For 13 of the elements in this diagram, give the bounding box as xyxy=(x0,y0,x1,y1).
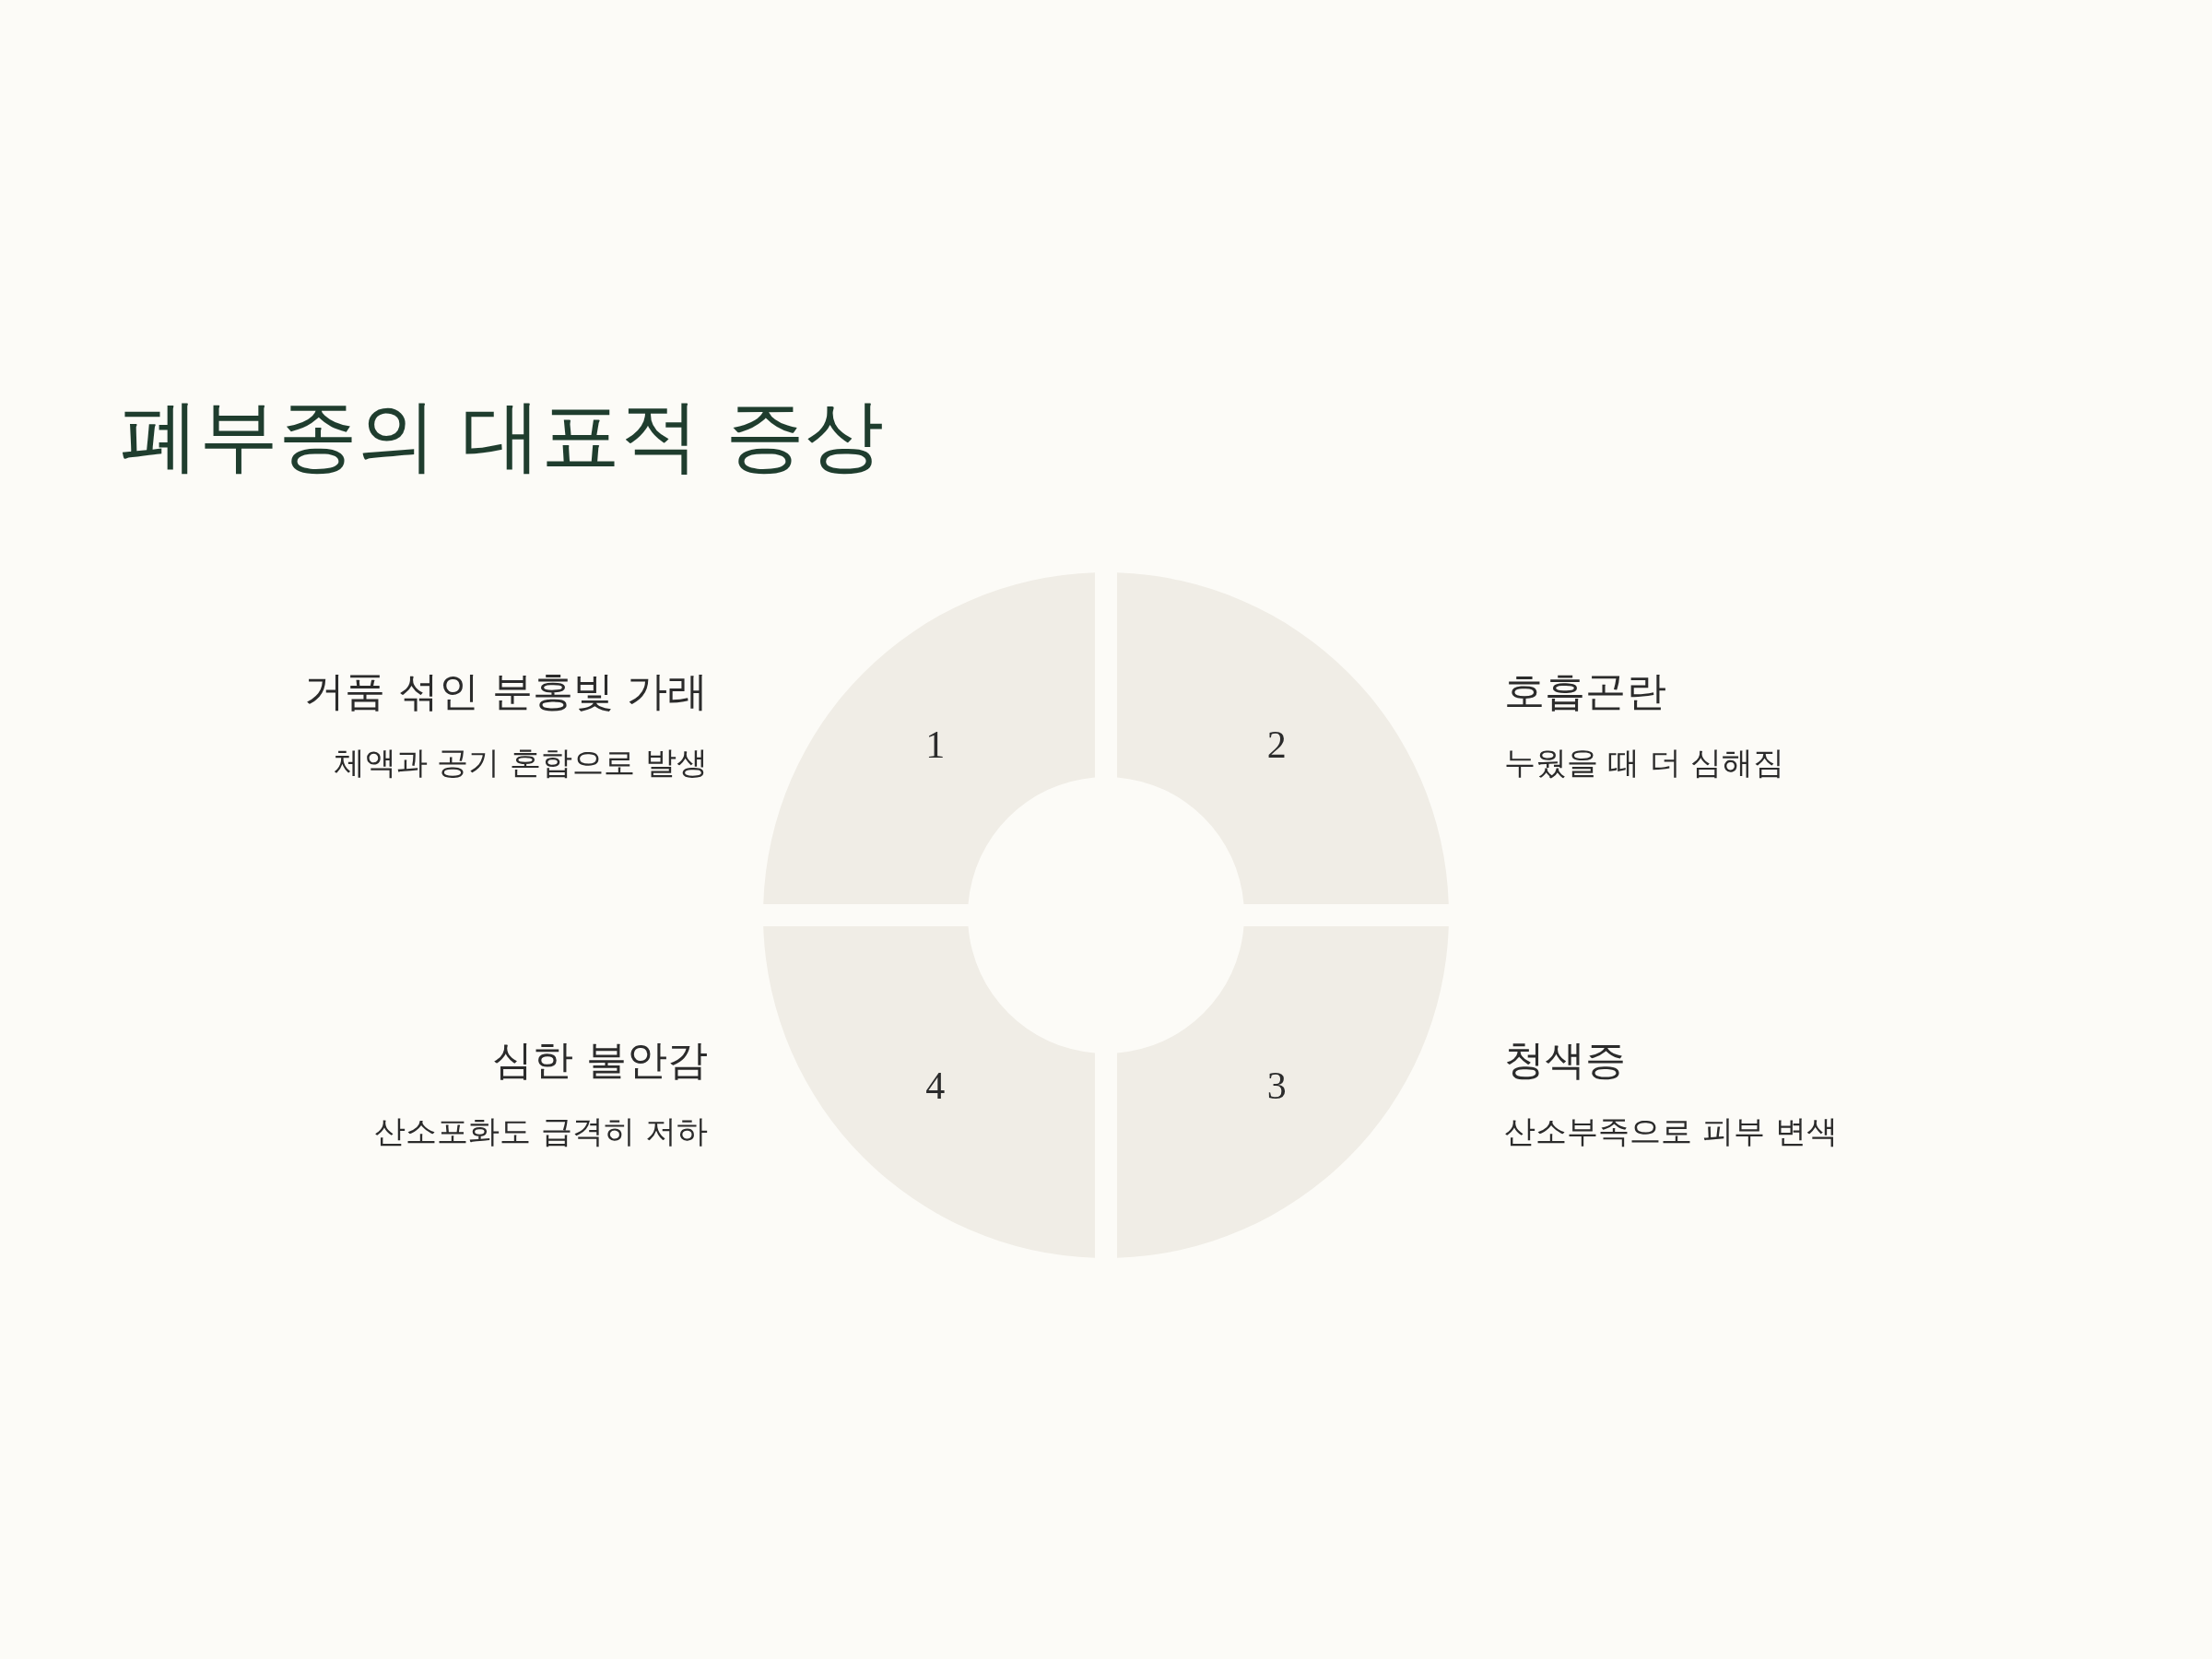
description-text: 누웠을 때 더 심해짐 xyxy=(1504,745,1785,782)
segment-number: 3 xyxy=(1266,1066,1287,1106)
title: 폐부종의 대표적 증상 xyxy=(120,392,884,479)
heading-text: 청색증 xyxy=(1504,1037,1626,1084)
segment-number: 4 xyxy=(925,1066,946,1106)
description-text: 체액과 공기 혼합으로 발생 xyxy=(333,745,708,782)
description-text: 산소부족으로 피부 변색 xyxy=(1504,1113,1838,1150)
heading-text: 심한 불안감 xyxy=(492,1037,708,1084)
segment-number: 1 xyxy=(925,724,946,764)
description-text: 산소포화도 급격히 저하 xyxy=(374,1113,708,1150)
heading-text: 거품 섞인 분홍빛 가래 xyxy=(304,668,708,715)
segment-number: 2 xyxy=(1266,724,1287,764)
heading-text: 호흡곤란 xyxy=(1504,668,1666,715)
